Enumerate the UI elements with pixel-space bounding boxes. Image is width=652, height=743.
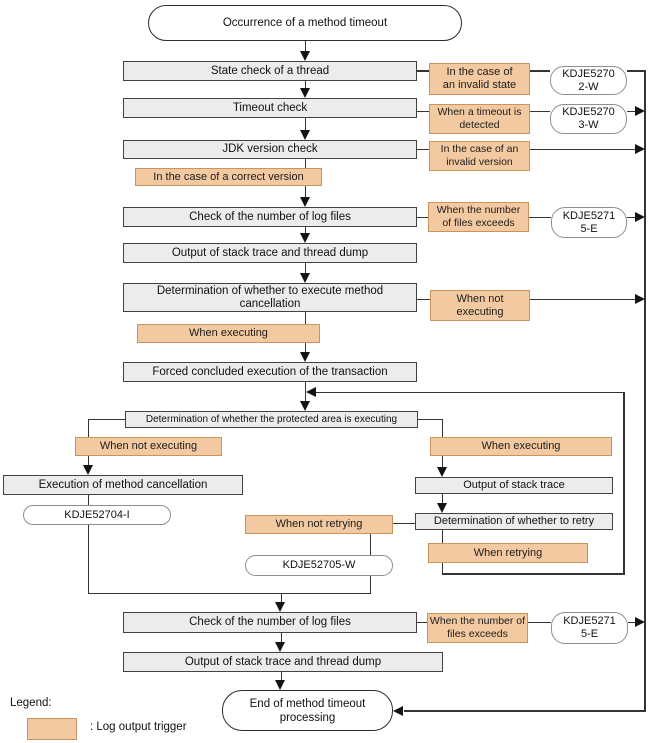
flow-line: [417, 298, 430, 300]
process-method-cancel-execution: Execution of method cancellation: [3, 475, 243, 495]
arrow-right-icon: [635, 105, 645, 116]
end-terminal: End of method timeout processing: [222, 690, 393, 731]
process-log-files-check-1: Check of the number of log files: [123, 207, 417, 227]
process-stack-trace-dump-2: Output of stack trace and thread dump: [123, 652, 443, 672]
legend-heading: Legend:: [10, 697, 52, 709]
process-state-check: State check of a thread: [123, 61, 417, 81]
trunk-line: [644, 70, 646, 712]
message-kdje52715e-1: KDJE5271 5-E: [551, 207, 627, 238]
flow-line: [627, 70, 646, 72]
flow-line: [304, 263, 306, 275]
trigger-invalid-state: In the case of an invalid state: [429, 63, 530, 95]
message-kdje52705w: KDJE52705-W: [245, 555, 393, 576]
flow-line: [417, 621, 427, 623]
flow-line: [280, 593, 282, 604]
flow-line: [304, 382, 306, 403]
start-terminal: Occurrence of a method timeout: [148, 5, 462, 41]
flow-line: [417, 418, 443, 420]
arrow-down-icon: [299, 352, 310, 362]
flow-line: [280, 672, 282, 682]
retry-loop-line: [442, 573, 625, 575]
flow-line: [304, 227, 306, 235]
retry-loop-line: [315, 391, 625, 393]
trunk-line: [404, 710, 646, 712]
flow-line: [527, 621, 551, 623]
flow-line: [304, 40, 306, 52]
trigger-correct-version: In the case of a correct version: [135, 168, 322, 186]
message-kdje52702w: KDJE5270 2-W: [550, 66, 627, 95]
arrow-down-icon: [275, 680, 285, 690]
arrow-down-icon: [82, 465, 93, 475]
process-stack-trace-dump-1: Output of stack trace and thread dump: [123, 243, 417, 263]
trigger-executing-area: When executing: [430, 437, 612, 456]
trigger-invalid-version: In the case of an invalid version: [429, 141, 530, 171]
trigger-executing-cancel: When executing: [137, 324, 320, 343]
arrow-down-icon: [299, 88, 310, 98]
process-method-cancel-determination: Determination of whether to execute meth…: [123, 283, 417, 312]
process-timeout-check: Timeout check: [123, 98, 417, 118]
flow-line: [627, 110, 637, 112]
flow-line: [441, 494, 443, 505]
flow-line: [628, 621, 637, 623]
trigger-files-exceed-1: When the number of files exceeds: [428, 202, 529, 232]
flow-line: [304, 81, 306, 90]
process-protected-area-determination: Determination of whether the protected a…: [125, 411, 418, 428]
arrow-down-icon: [275, 602, 285, 612]
legend-trigger-swatch: [27, 718, 77, 740]
trigger-retrying: When retrying: [428, 543, 588, 563]
arrow-down-icon: [275, 642, 285, 652]
legend-trigger-label: : Log output trigger: [90, 721, 187, 733]
process-stack-trace-output: Output of stack trace: [415, 477, 613, 494]
arrow-down-icon: [299, 273, 310, 283]
trigger-not-executing-area: When not executing: [75, 437, 222, 456]
flow-line: [304, 118, 306, 132]
arrow-right-icon: [635, 143, 645, 154]
arrow-right-icon: [635, 211, 645, 222]
arrow-left-icon: [393, 705, 403, 716]
arrow-down-icon: [299, 130, 310, 140]
arrow-right-icon: [635, 616, 645, 627]
flow-line: [87, 495, 89, 594]
message-kdje52704i: KDJE52704-I: [23, 505, 171, 525]
flow-line: [88, 592, 371, 594]
flow-line: [417, 110, 429, 112]
trigger-not-executing-cancel: When not executing: [430, 290, 530, 321]
trigger-not-retrying: When not retrying: [245, 515, 393, 534]
arrow-down-icon: [299, 233, 310, 243]
flow-line: [88, 418, 126, 420]
arrow-down-icon: [436, 467, 447, 477]
flow-line: [627, 216, 637, 218]
arrow-down-icon: [299, 401, 310, 411]
arrow-down-icon: [299, 197, 310, 207]
flow-line: [280, 633, 282, 644]
flow-line: [529, 216, 551, 218]
arrow-down-icon: [436, 503, 447, 513]
message-kdje52703w: KDJE5270 3-W: [550, 104, 627, 134]
flow-line: [530, 110, 550, 112]
process-retry-determination: Determination of whether to retry: [415, 513, 613, 530]
flow-line: [417, 216, 429, 218]
process-jdk-version-check: JDK version check: [123, 140, 417, 159]
arrow-right-icon: [635, 293, 645, 304]
arrow-left-icon: [306, 386, 316, 397]
trigger-timeout-detected: When a timeout is detected: [429, 104, 530, 134]
flow-line: [530, 70, 550, 72]
message-kdje52715e-2: KDJE5271 5-E: [551, 612, 628, 644]
flow-line: [417, 70, 429, 72]
flow-line: [530, 298, 637, 300]
flow-line: [393, 522, 416, 524]
arrow-down-icon: [299, 51, 310, 61]
process-log-files-check-2: Check of the number of log files: [123, 612, 417, 633]
process-forced-transaction: Forced concluded execution of the transa…: [123, 362, 417, 382]
retry-loop-line: [623, 392, 625, 574]
trigger-files-exceed-2: When the number of files exceeds: [427, 613, 528, 643]
